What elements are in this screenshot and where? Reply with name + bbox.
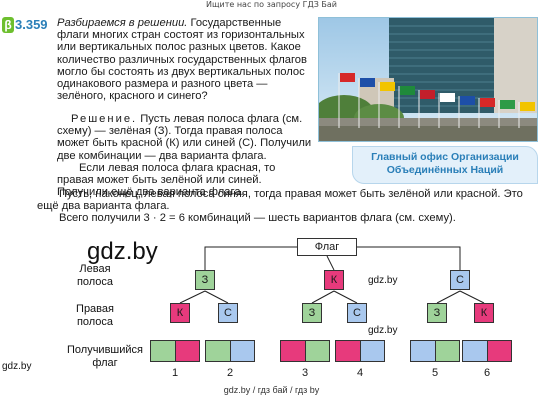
right-node-blue-2: С xyxy=(218,303,238,323)
problem-title: Разбираемся в решении. xyxy=(57,17,188,29)
result-number-3: 3 xyxy=(301,367,309,379)
watermark-small-1: gdz.by xyxy=(368,275,398,286)
solution-paragraph-4: Всего получили 3 · 2 = 6 комбинаций — ше… xyxy=(59,212,456,225)
footer-watermark: gdz.by / гдз бай / гдз by xyxy=(223,385,320,395)
right-node-blue-4: С xyxy=(347,303,367,323)
result-number-6: 6 xyxy=(483,367,491,379)
solution-continued: Пусть, наконец, левая полоса синяя, тогд… xyxy=(37,188,527,225)
beta-icon: β xyxy=(2,17,14,33)
label-result-flag: Получившийся флаг xyxy=(67,344,143,369)
result-flag-5 xyxy=(410,340,460,362)
right-node-red-6: К xyxy=(474,303,494,323)
solution-lead: Решение. xyxy=(71,113,138,125)
left-node-red: К xyxy=(324,270,344,290)
solution-text: Решение. Пусть левая полоса флага (см. с… xyxy=(57,113,312,198)
result-flag-1 xyxy=(150,340,200,362)
right-node-green-5: З xyxy=(427,303,447,323)
right-node-green-3: З xyxy=(302,303,322,323)
photo-caption: Главный офис Организации Объединённых На… xyxy=(352,146,538,184)
result-number-4: 4 xyxy=(356,367,364,379)
left-node-blue: С xyxy=(450,270,470,290)
result-number-2: 2 xyxy=(226,367,234,379)
problem-text: Разбираемся в решении. Государственные ф… xyxy=(57,17,312,102)
top-banner: Ищите нас по запросу ГДЗ Бай xyxy=(205,0,337,9)
problem-body: Государственные флаги многих стран состо… xyxy=(57,17,307,103)
flag-tree-diagram: Флаг Левая полоса Правая полоса Получивш… xyxy=(0,228,543,388)
root-flag-node: Флаг xyxy=(297,238,357,256)
solution-paragraph-2: Если левая полоса флага красная, то прав… xyxy=(57,161,276,199)
result-flag-4 xyxy=(335,340,385,362)
solution-body: Пусть левая полоса флага (см. схему) — з… xyxy=(57,113,312,162)
result-flag-6 xyxy=(462,340,512,362)
un-headquarters-photo xyxy=(318,17,538,142)
watermark-small-2: gdz.by xyxy=(368,325,398,336)
result-number-1: 1 xyxy=(171,367,179,379)
watermark-large: gdz.by xyxy=(87,238,158,265)
label-right-stripe: Правая полоса xyxy=(76,303,114,328)
exercise-number: 3.359 xyxy=(15,17,48,32)
result-flag-3 xyxy=(280,340,330,362)
left-node-green: З xyxy=(195,270,215,290)
result-number-5: 5 xyxy=(431,367,439,379)
result-flag-2 xyxy=(205,340,255,362)
label-left-stripe: Левая полоса xyxy=(76,263,114,288)
watermark-small-3: gdz.by xyxy=(2,361,32,372)
tree-connectors xyxy=(179,246,485,304)
solution-paragraph-3: Пусть, наконец, левая полоса синяя, тогд… xyxy=(37,188,523,213)
right-node-red-1: К xyxy=(170,303,190,323)
un-building-image xyxy=(319,18,537,141)
